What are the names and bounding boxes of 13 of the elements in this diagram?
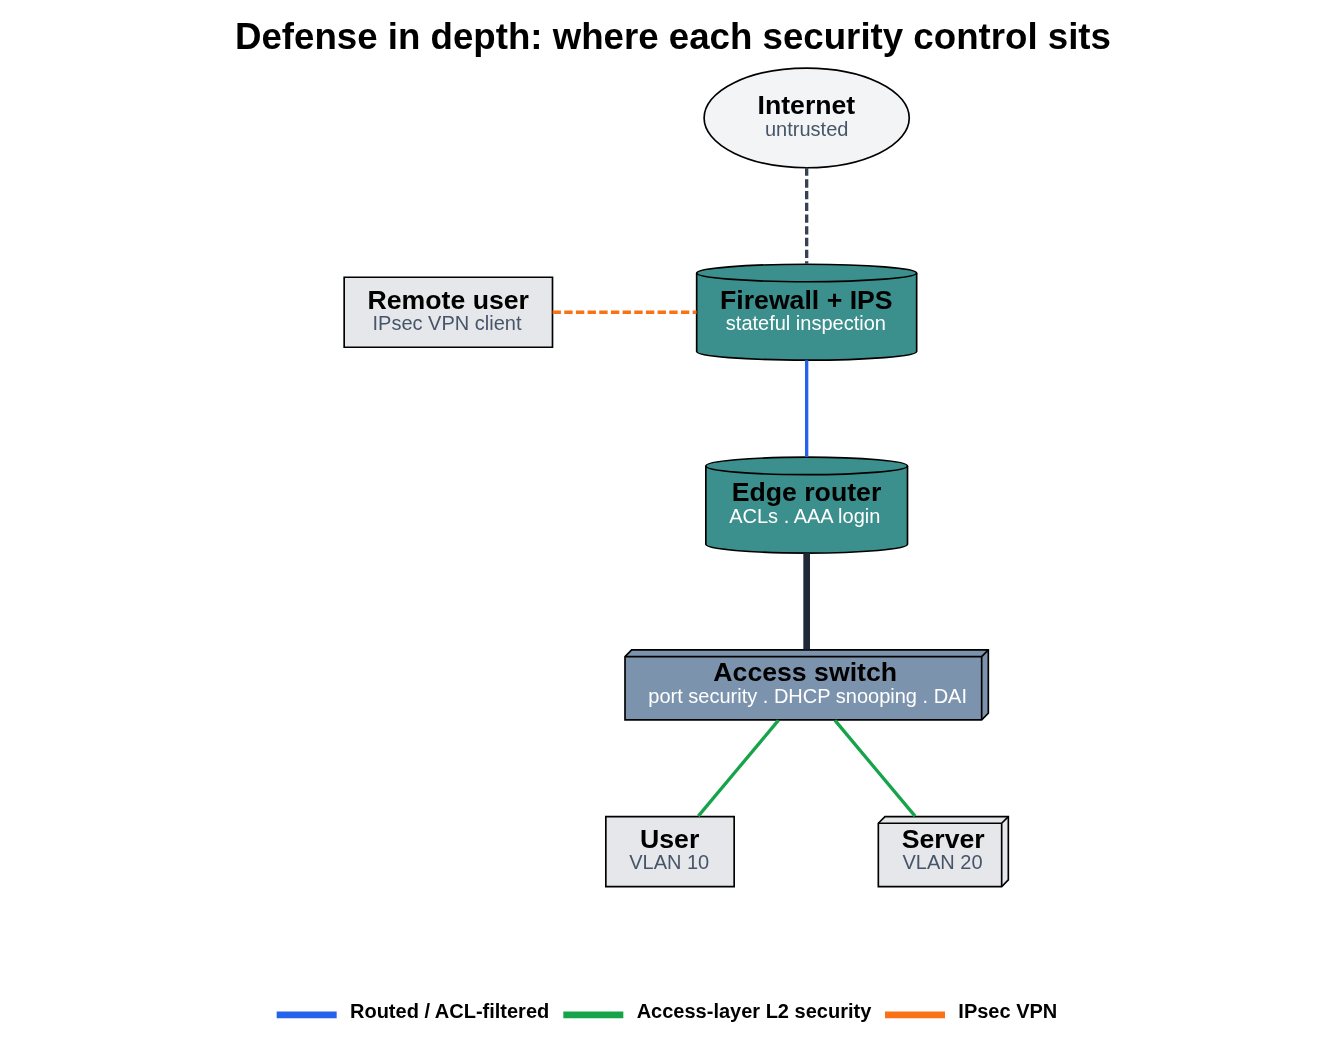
diagram-title: Defense in depth: where each security control sits	[235, 16, 1111, 58]
connector	[552, 310, 697, 314]
node-ellipse: Internet untrusted	[703, 67, 911, 169]
legend-label: Access-layer L2 security	[636, 1000, 872, 1023]
node-box: User VLAN 10	[605, 815, 735, 888]
connector	[803, 553, 810, 650]
legend-label: Routed / ACL-filtered	[350, 1000, 550, 1023]
connector	[833, 719, 917, 818]
node-box: Remote user IPsec VPN client	[343, 276, 554, 349]
connector	[805, 360, 809, 457]
legend-label: IPsec VPN	[958, 1000, 1058, 1023]
connector	[805, 167, 809, 264]
connector	[697, 719, 780, 818]
